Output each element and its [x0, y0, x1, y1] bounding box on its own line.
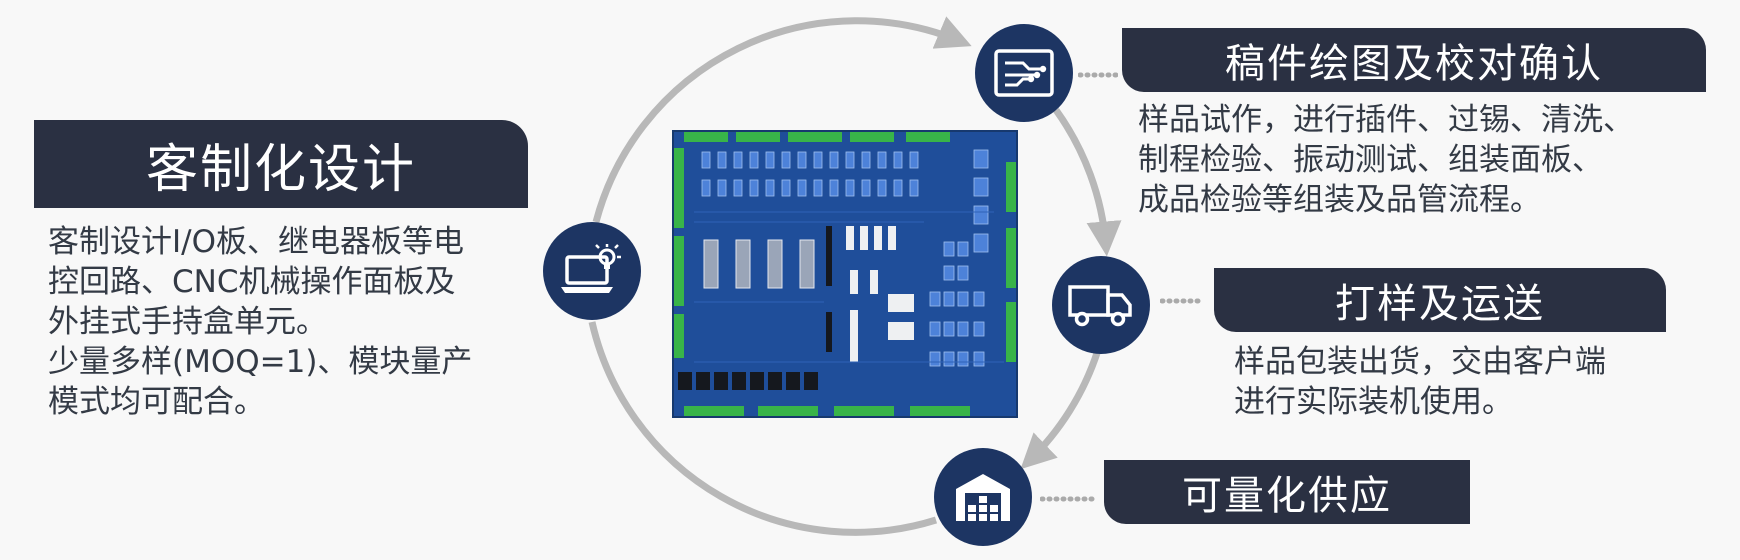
- step-shipping-title: 打样及运送: [1214, 268, 1666, 332]
- description-line: 样品包装出货，交由客户端: [1234, 344, 1606, 380]
- circuit-board-icon: [975, 24, 1073, 122]
- description-line: 少量多样(MOQ=1)、模块量产: [48, 344, 473, 380]
- dotted-connector-3: [1040, 496, 1100, 502]
- description-line: 控回路、CNC机械操作面板及: [48, 264, 456, 300]
- step-supply-title: 可量化供应: [1104, 460, 1470, 524]
- pcb-board-image: [672, 130, 1018, 418]
- description-line: 制程检验、振动测试、组装面板、: [1138, 142, 1603, 178]
- description-line: 客制设计I/O板、继电器板等电: [48, 224, 464, 260]
- step-drawing-description: 样品试作，进行插件、过锡、清洗、 制程检验、振动测试、组装面板、 成品检验等组装…: [1138, 100, 1634, 220]
- arc-shipping-to-supply: [1020, 348, 1102, 470]
- dotted-connector-2: [1160, 298, 1206, 304]
- description-line: 模式均可配合。: [48, 384, 265, 420]
- description-line: 外挂式手持盒单元。: [48, 304, 327, 340]
- customization-title: 客制化设计: [34, 120, 528, 208]
- laptop-lightbulb-icon: [543, 222, 641, 320]
- warehouse-icon: [934, 448, 1032, 546]
- description-line: 样品试作，进行插件、过锡、清洗、: [1138, 102, 1634, 138]
- step-drawing-title: 稿件绘图及校对确认: [1122, 28, 1706, 92]
- truck-icon: [1052, 256, 1150, 354]
- arc-supply-to-design: [588, 321, 938, 536]
- description-line: 成品检验等组装及品管流程。: [1138, 182, 1541, 218]
- arc-drawing-to-shipping: [1053, 107, 1122, 257]
- customization-description: 客制设计I/O板、继电器板等电 控回路、CNC机械操作面板及 外挂式手持盒单元。…: [48, 222, 472, 422]
- arc-design-to-drawing: [592, 16, 972, 223]
- step-shipping-description: 样品包装出货，交由客户端 进行实际装机使用。: [1234, 342, 1606, 422]
- dotted-connector-1: [1078, 72, 1118, 78]
- description-line: 进行实际装机使用。: [1234, 384, 1513, 420]
